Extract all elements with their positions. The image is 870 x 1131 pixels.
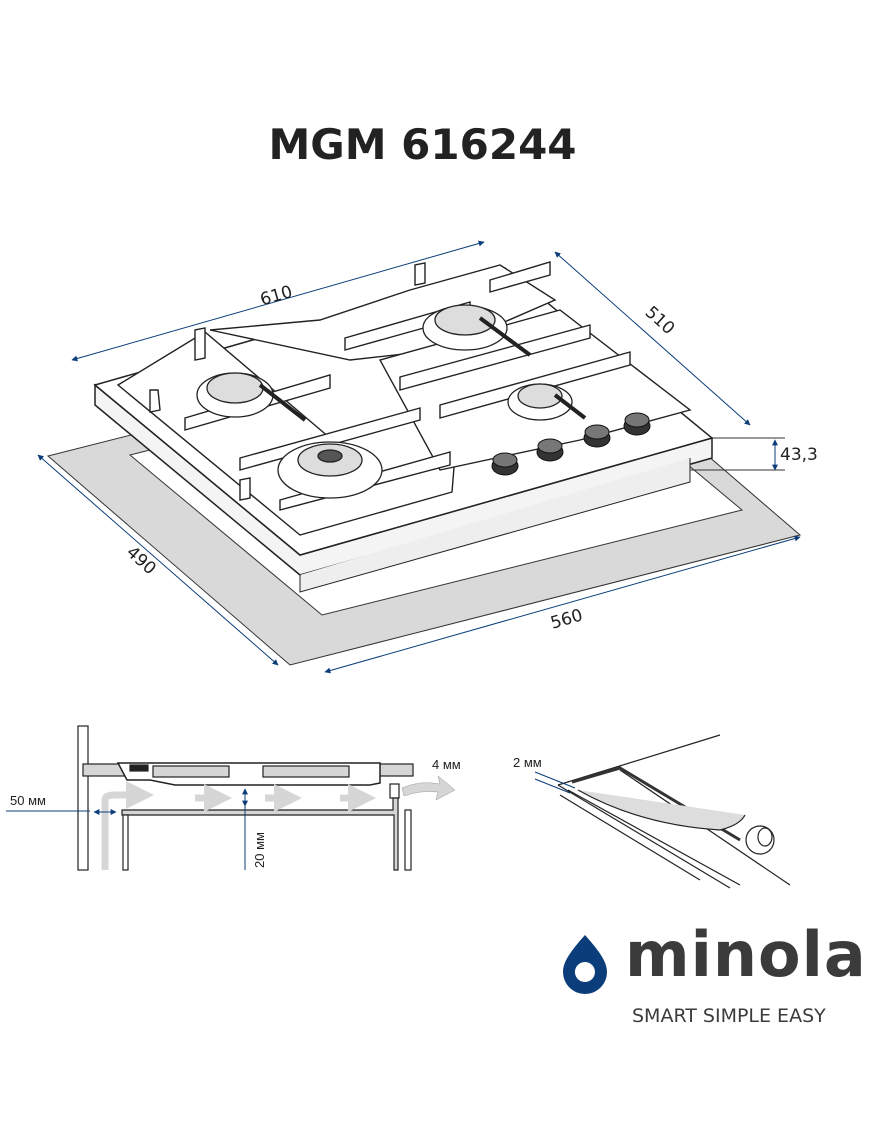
model-title: MGM 616244 [268,120,577,169]
dimension-lines [37,240,801,674]
label-wall-gap: 50 мм [10,793,46,808]
dim-width-610: 610 [258,282,295,310]
seal-detail-view: 2 мм [513,734,791,889]
dim-cutout-560: 560 [548,605,585,633]
brand-tagline: SMART SIMPLE EASY [632,1005,826,1027]
label-rear-gap: 4 мм [432,757,461,772]
label-air-gap: 20 мм [252,832,267,868]
installation-side-view: 50 мм 20 мм 4 мм [6,725,461,871]
dim-height: 43,3 [780,445,818,465]
brand-name: minola [625,918,867,991]
drop-logo-icon [563,935,607,994]
label-seal: 2 мм [513,755,542,770]
